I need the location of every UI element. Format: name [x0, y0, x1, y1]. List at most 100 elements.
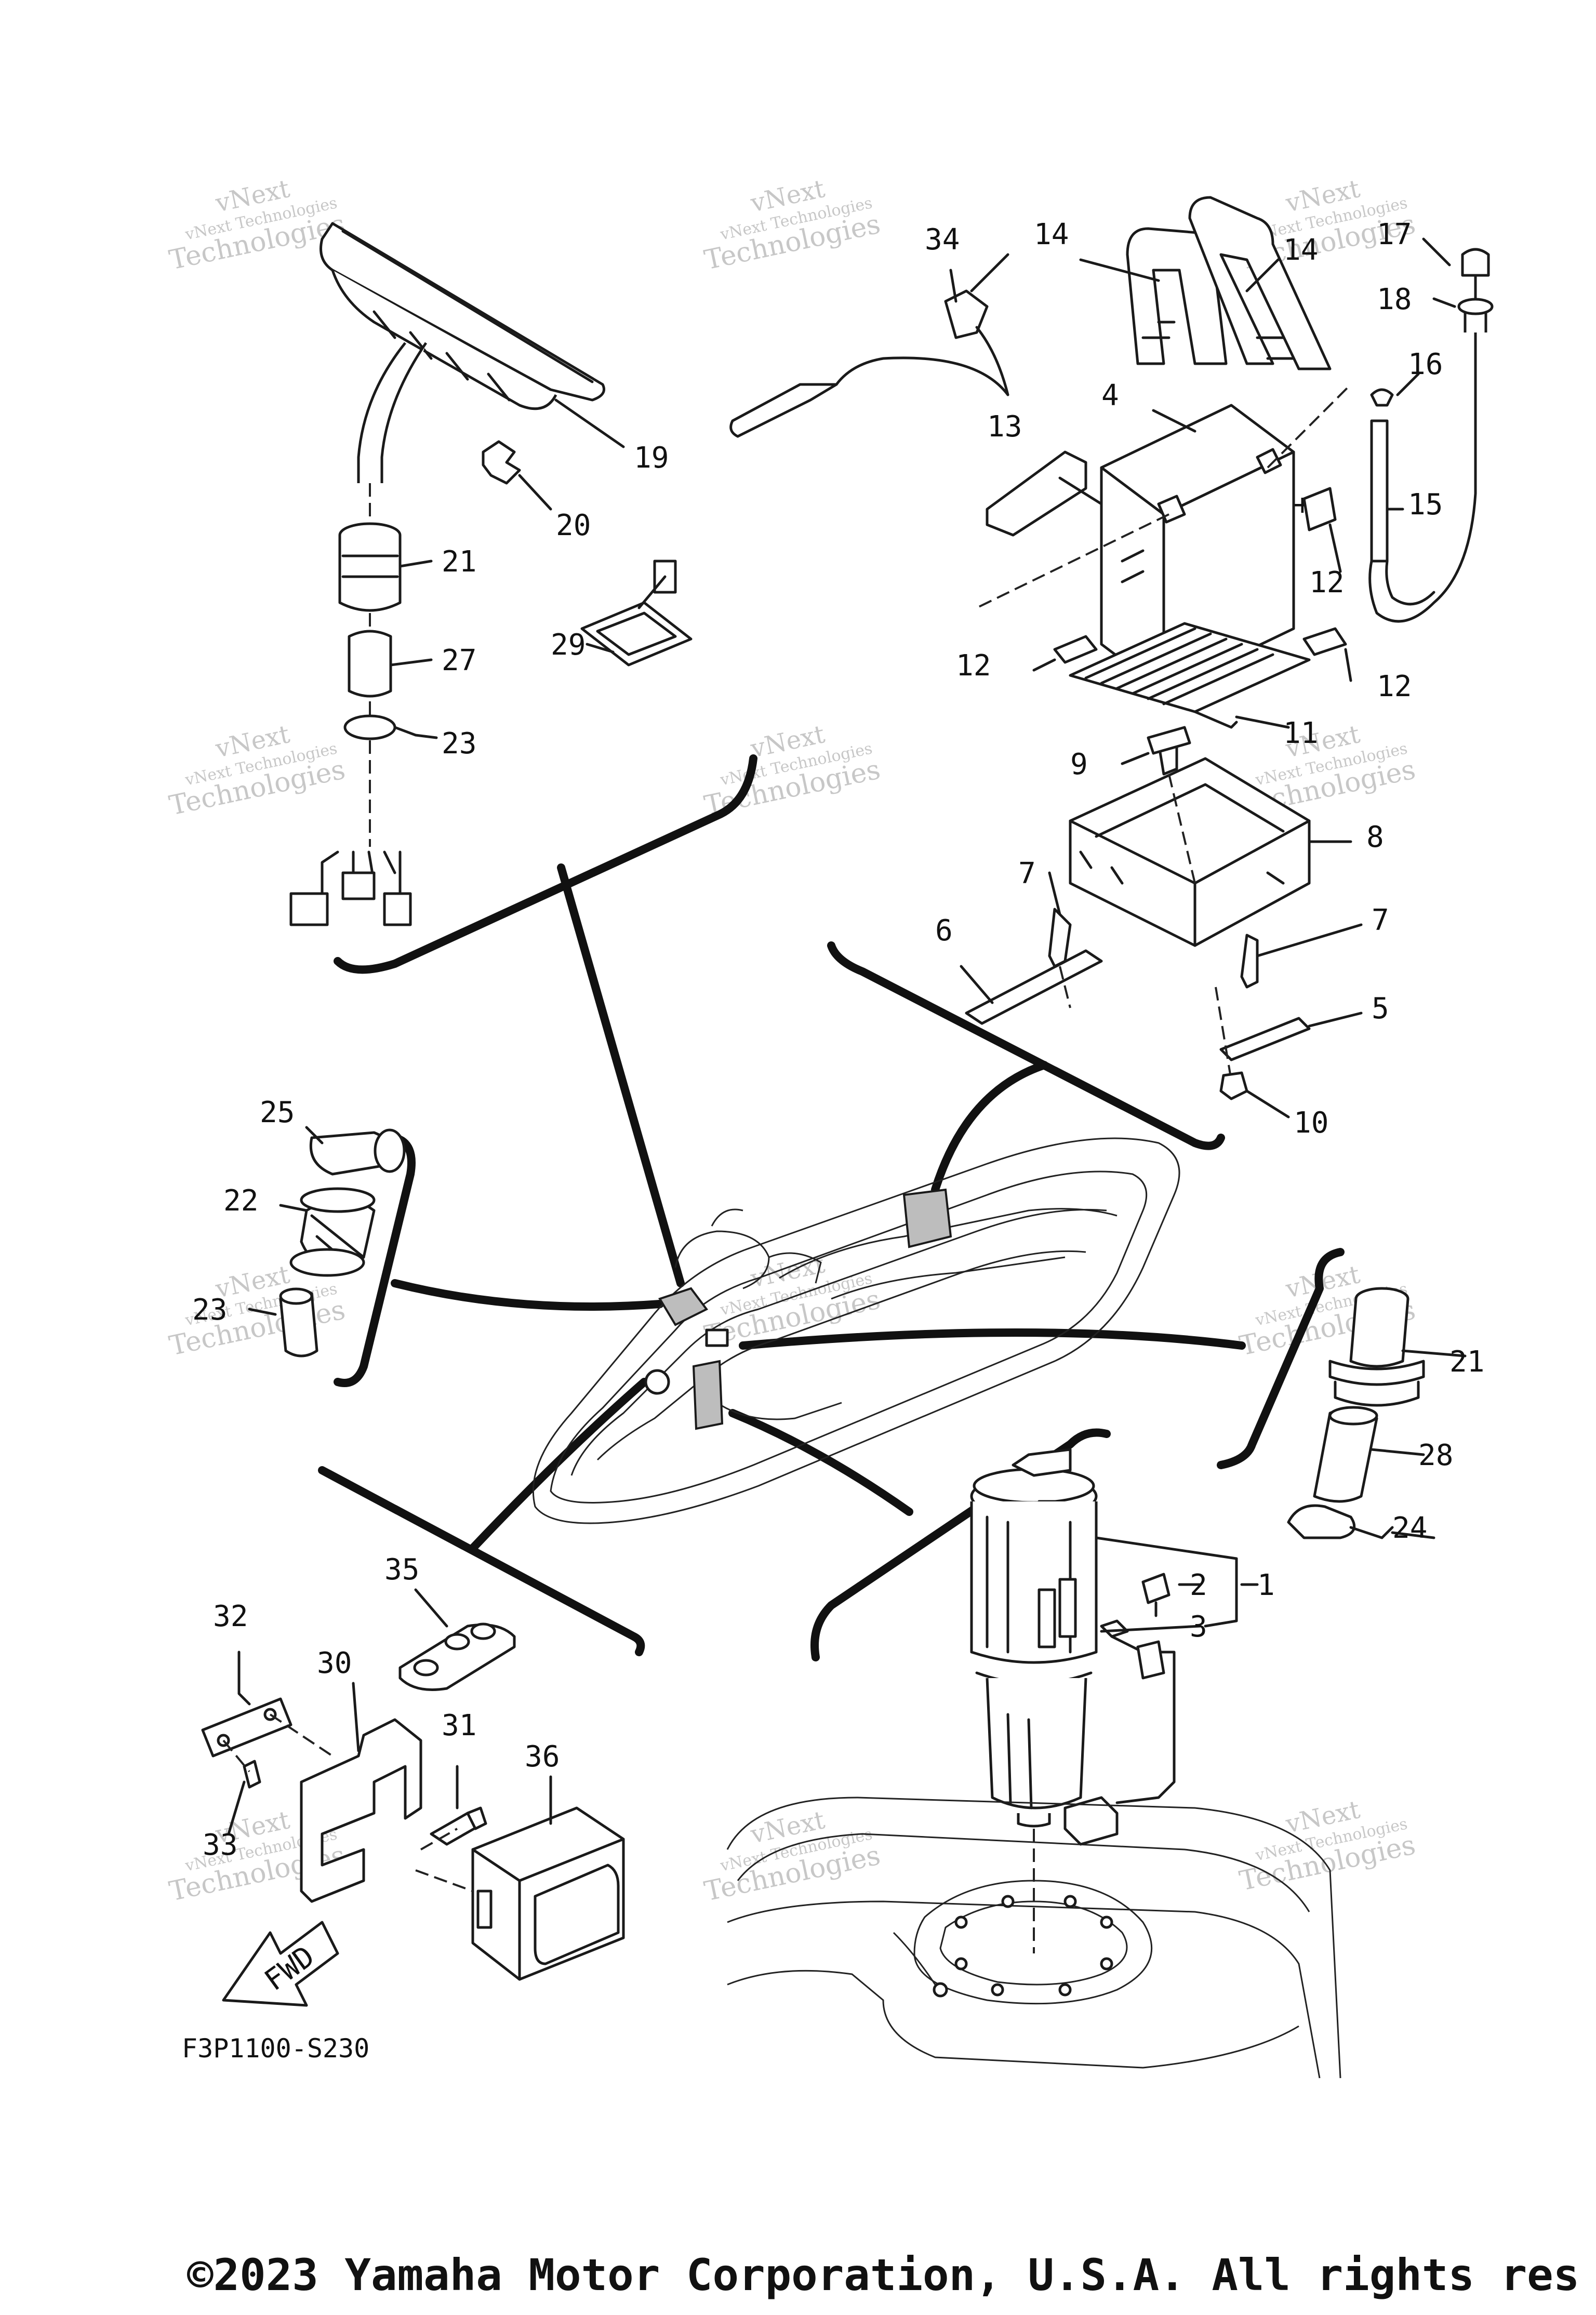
leader-fuel-pump — [728, 1409, 913, 1516]
breather-hose-15 — [1370, 419, 1389, 563]
callout-14: 14 — [1034, 218, 1069, 251]
callout-23: 23 — [192, 1293, 227, 1327]
callout-12: 12 — [956, 649, 991, 683]
watermark: vNext vNext Technologies Technologies — [167, 720, 348, 822]
battery-box-8 — [1069, 757, 1311, 947]
bracket-right-cap-group — [1217, 1248, 1345, 1469]
callout-7: 7 — [1018, 857, 1036, 890]
meter-display — [320, 222, 605, 402]
pad-12 — [1302, 487, 1337, 531]
callout-21: 21 — [442, 545, 476, 579]
fuel-outlet — [1012, 1448, 1072, 1477]
callout-22: 22 — [223, 1184, 258, 1218]
fuel-pump-assembly — [726, 1448, 1341, 2079]
meter-harness — [357, 342, 406, 483]
bracket-battery-group — [827, 941, 1225, 1150]
callout-27: 27 — [442, 644, 476, 677]
bracket-immobilizer-group — [318, 1466, 645, 1656]
cap-location-marker-left — [644, 1369, 670, 1395]
band-6 — [965, 949, 1103, 1025]
clamp-29 — [580, 560, 693, 667]
callout-21: 21 — [1449, 1345, 1484, 1379]
copyright-notice: ©2023 Yamaha Motor Corporation, U.S.A. A… — [187, 2250, 1580, 2300]
callout-16: 16 — [1408, 348, 1443, 381]
pad-12 — [1302, 627, 1347, 656]
connector — [289, 892, 329, 926]
callout-8: 8 — [1366, 820, 1384, 854]
callout-31: 31 — [442, 1709, 476, 1742]
watermark: vNext vNext Technologies Technologies — [702, 1805, 883, 1908]
callout-23: 23 — [442, 727, 476, 761]
part-3 — [1136, 1640, 1165, 1680]
callout-19: 19 — [634, 441, 669, 475]
watermark: vNext vNext Technologies Technologies — [1237, 1795, 1418, 1897]
fitting-17 — [1461, 248, 1490, 277]
callout-33: 33 — [203, 1828, 237, 1862]
meter-grommet-20 — [482, 440, 521, 485]
callout-29: 29 — [551, 628, 586, 662]
leader-left-cap — [391, 1279, 664, 1311]
callout-14: 14 — [1283, 233, 1318, 267]
callout-20: 20 — [556, 509, 591, 542]
watercraft-outline — [532, 1137, 1180, 1524]
callout-35: 35 — [384, 1553, 419, 1587]
battery-location-marker — [902, 1188, 952, 1248]
callout-15: 15 — [1408, 488, 1443, 522]
sensor-34 — [729, 269, 1009, 438]
callout-32: 32 — [213, 1600, 248, 1633]
level-sender — [1038, 1588, 1056, 1648]
pin-7 — [1048, 908, 1072, 968]
callout-13: 13 — [987, 410, 1022, 444]
part-2 — [1141, 1573, 1171, 1604]
plate-32 — [201, 1697, 292, 1758]
callout-3: 3 — [1190, 1610, 1207, 1644]
callout-36: 36 — [525, 1740, 560, 1774]
callout-6: 6 — [935, 914, 953, 948]
clip-16 — [1370, 388, 1394, 407]
callout-17: 17 — [1377, 218, 1412, 251]
tank-opening — [913, 1880, 1153, 2005]
bolt-33 — [243, 1760, 261, 1789]
cap-location-marker-right — [705, 1328, 729, 1347]
strap-14-left — [1126, 227, 1228, 365]
callout-12: 12 — [1309, 566, 1344, 600]
callout-5: 5 — [1372, 992, 1389, 1026]
callout-28: 28 — [1418, 1439, 1453, 1472]
bracket-fuel-pump-group — [810, 1428, 1111, 1661]
watermark: vNext vNext Technologies Technologies — [702, 720, 883, 822]
callout-24: 24 — [1392, 1511, 1427, 1545]
strap-14-right — [1188, 196, 1332, 370]
callout-1: 1 — [1257, 1568, 1275, 1602]
connector-housing — [1063, 1796, 1119, 1846]
immobilizer-assembly: FWD — [201, 1588, 625, 2007]
bracket-meter-group — [334, 754, 757, 974]
leader-battery — [931, 1061, 1048, 1194]
cap-assembly-left — [248, 1126, 406, 1358]
battery-assembly: + — [970, 196, 1494, 729]
watermark: vNext vNext Technologies Technologies — [702, 174, 883, 276]
pad-12 — [1053, 635, 1098, 664]
battery-terminal — [1256, 448, 1282, 474]
callout-7: 7 — [1372, 903, 1389, 937]
meter-location-marker — [658, 1287, 709, 1326]
fuel-pump-location-marker — [692, 1360, 724, 1430]
callout-18: 18 — [1377, 283, 1412, 316]
callout-34: 34 — [925, 223, 960, 257]
diagram-code: F3P1100-S230 — [182, 2033, 369, 2064]
nut-10 — [1219, 1071, 1248, 1100]
cap-assembly-right — [1287, 1287, 1467, 1539]
bracket-30 — [300, 1718, 422, 1903]
callout-2: 2 — [1190, 1568, 1207, 1602]
fwd-arrow — [222, 1921, 339, 2007]
pin-7 — [1240, 934, 1259, 989]
leader-meter — [557, 863, 685, 1287]
connector — [383, 892, 412, 926]
callout-11: 11 — [1283, 716, 1318, 750]
watermark: vNext vNext Technologies Technologies — [167, 174, 348, 276]
battery-cover-13 — [986, 450, 1087, 537]
spacer-27 — [348, 630, 392, 698]
callout-4: 4 — [1101, 379, 1119, 413]
callout-30: 30 — [317, 1646, 352, 1680]
clip-18 — [1457, 298, 1494, 315]
